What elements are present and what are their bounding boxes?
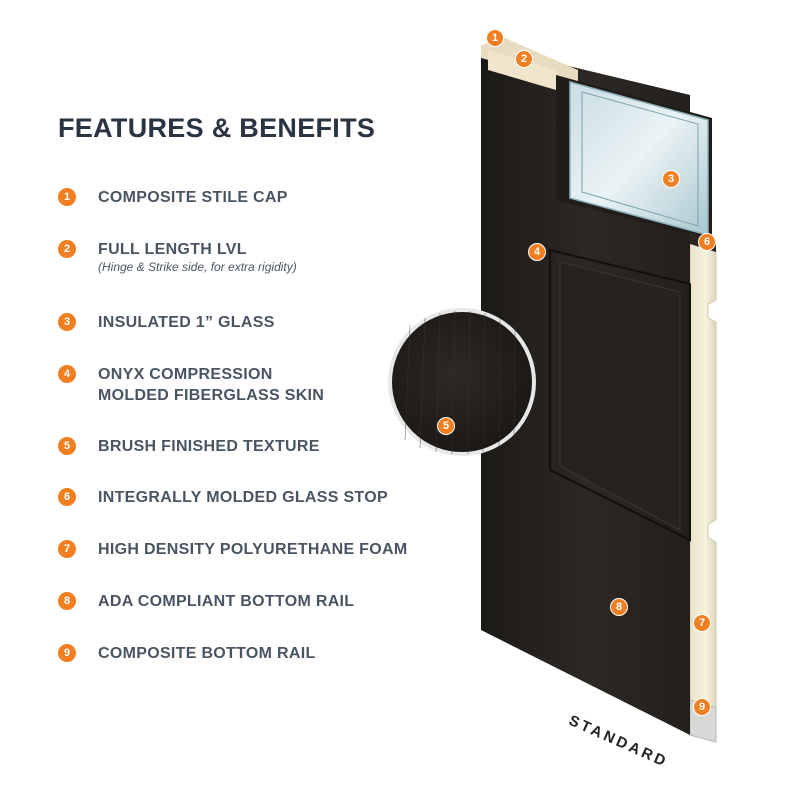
feature-number-badge: 5: [58, 437, 76, 455]
texture-magnifier: [388, 308, 536, 456]
callout-1: 1: [486, 29, 504, 47]
feature-label: INTEGRALLY MOLDED GLASS STOP: [98, 489, 388, 506]
glass-inner-pane: [581, 91, 699, 227]
feature-label: ADA COMPLIANT BOTTOM RAIL: [98, 593, 355, 610]
feature-label-line-2: MOLDED FIBERGLASS SKIN: [98, 387, 325, 404]
lvl-core: [488, 50, 556, 90]
feature-note: (Hinge & Strike side, for extra rigidity…: [98, 260, 297, 274]
feature-number-badge: 3: [58, 313, 76, 331]
feature-number-badge: 9: [58, 644, 76, 662]
upper-panel-inner: [559, 261, 681, 531]
callout-2: 2: [515, 50, 533, 68]
feature-number-badge: 4: [58, 365, 76, 383]
feature-label: HIGH DENSITY POLYURETHANE FOAM: [98, 541, 408, 558]
callout-4: 4: [528, 243, 546, 261]
callout-3: 3: [662, 170, 680, 188]
page-title: FEATURES & BENEFITS: [58, 113, 376, 143]
feature-number-badge: 2: [58, 240, 76, 258]
feature-number-badge: 1: [58, 188, 76, 206]
feature-label: INSULATED 1” GLASS: [98, 314, 275, 331]
upper-panel: [549, 248, 691, 542]
features-list: 1 COMPOSITE STILE CAP 2 FULL LENGTH LVL …: [58, 188, 408, 662]
callout-7: 7: [693, 614, 711, 632]
callout-8: 8: [610, 598, 628, 616]
door-edge-foam: [689, 239, 717, 743]
callout-6: 6: [698, 233, 716, 251]
feature-label: FULL LENGTH LVL: [98, 241, 247, 258]
feature-number-badge: 7: [58, 540, 76, 558]
feature-label: COMPOSITE BOTTOM RAIL: [98, 645, 316, 662]
feature-number-badge: 8: [58, 592, 76, 610]
callout-9: 9: [693, 698, 711, 716]
feature-label: ONYX COMPRESSION: [98, 366, 273, 383]
feature-label: COMPOSITE STILE CAP: [98, 189, 288, 206]
feature-label: BRUSH FINISHED TEXTURE: [98, 438, 320, 455]
callout-5: 5: [437, 417, 455, 435]
feature-number-badge: 6: [58, 488, 76, 506]
